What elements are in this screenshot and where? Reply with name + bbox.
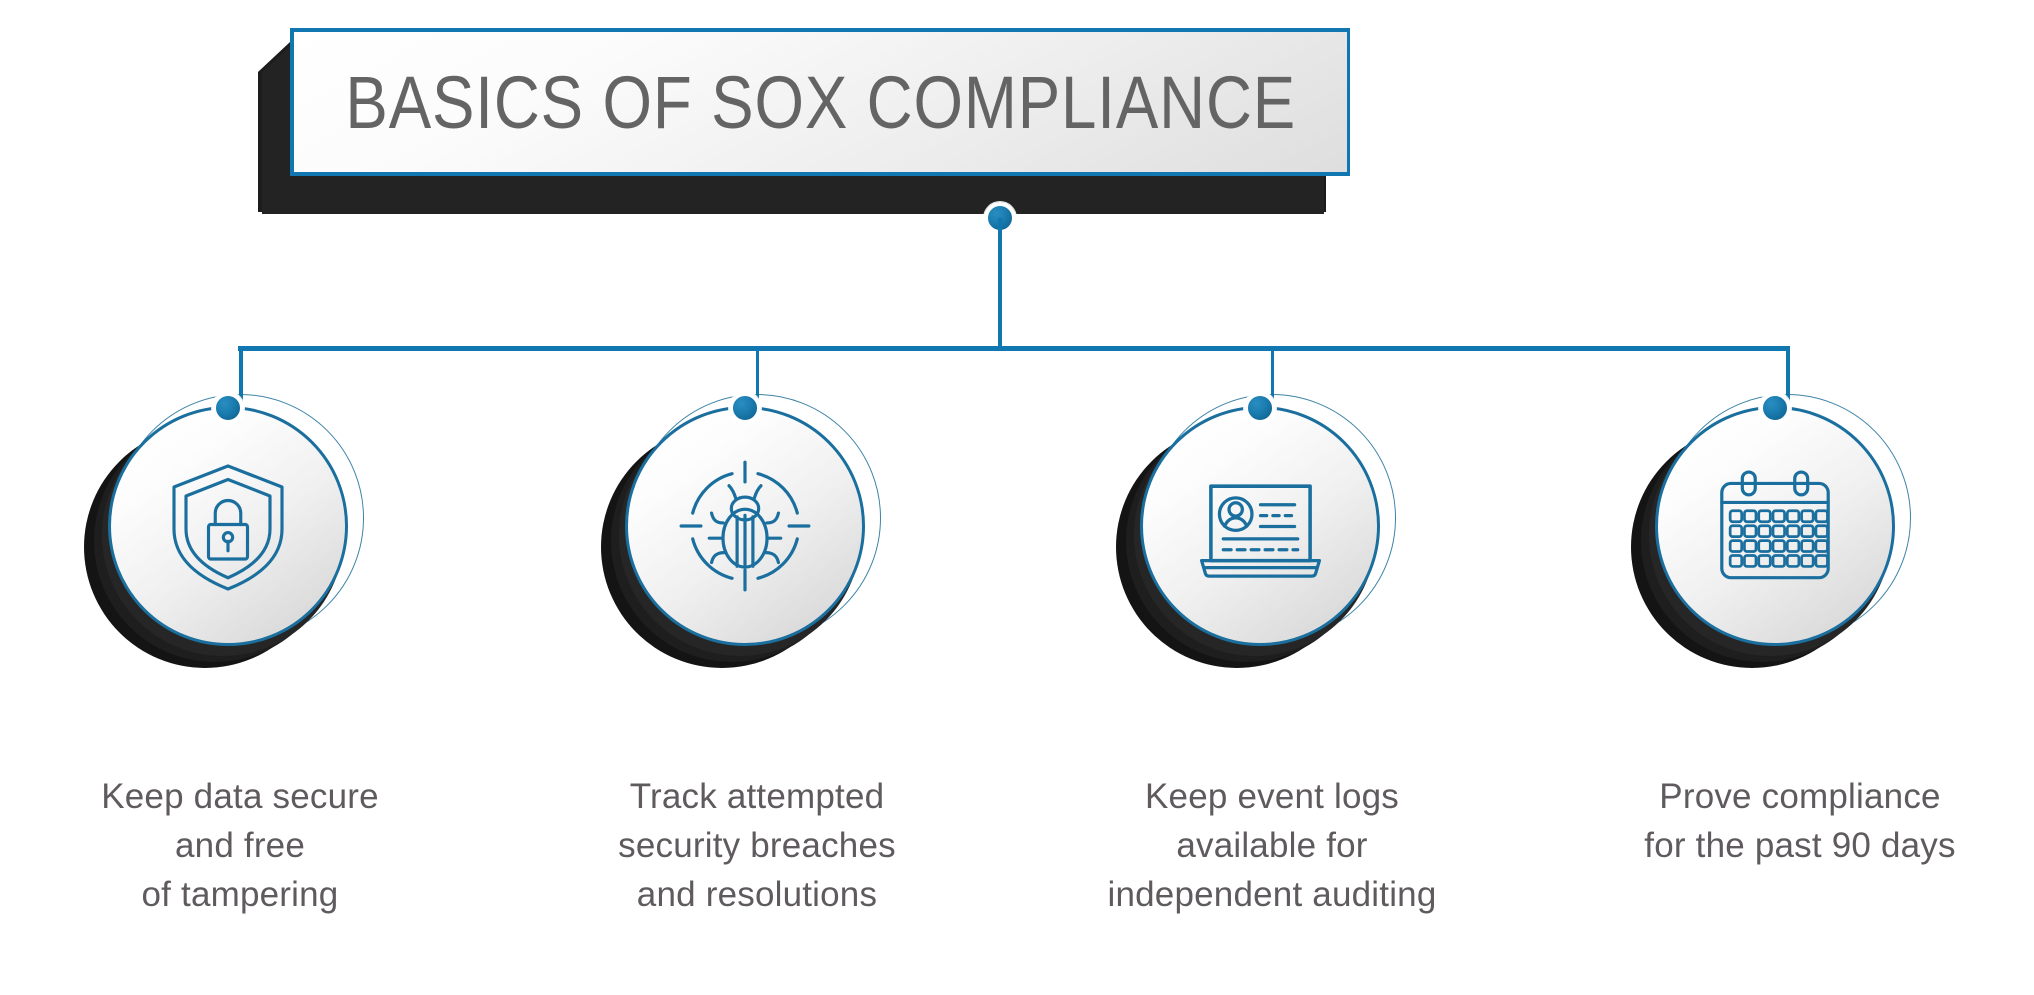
node-connector-dot-3 <box>1244 392 1276 424</box>
node-card-4[interactable] <box>1631 392 1937 700</box>
caption-line: Keep data secure <box>101 777 379 816</box>
node-connector-dot-2 <box>729 392 761 424</box>
node-caption-4: Prove compliance for the past 90 days <box>1580 772 2020 870</box>
node-caption-3: Keep event logs available for independen… <box>1062 772 1482 919</box>
node-caption-2: Track attempted security breaches and re… <box>547 772 967 919</box>
caption-line: of tampering <box>141 875 339 914</box>
node-caption-1: Keep data secure and free of tampering <box>30 772 450 919</box>
node-card-2[interactable] <box>601 392 907 700</box>
laptop-profile-icon <box>1199 483 1321 578</box>
caption-line: and free <box>174 826 306 865</box>
node-connector-dot-1 <box>212 392 244 424</box>
title-banner: BASICS OF SOX COMPLIANCE <box>258 28 1358 228</box>
node-card-1[interactable] <box>84 392 390 700</box>
node-card-3[interactable] <box>1116 392 1422 700</box>
caption-line: Keep event logs <box>1144 777 1399 816</box>
connector-drop-3 <box>1271 350 1274 428</box>
node-disc-1 <box>108 406 348 646</box>
caption-line: Prove compliance <box>1659 777 1941 816</box>
shield-lock-icon <box>172 464 284 591</box>
page-title: BASICS OF SOX COMPLIANCE <box>345 60 1296 144</box>
caption-line: Track attempted <box>629 777 885 816</box>
connector-drop-4 <box>1786 350 1790 428</box>
connector-drop-2 <box>756 350 759 428</box>
bug-target-icon <box>679 460 811 592</box>
calendar-icon <box>1720 470 1830 580</box>
caption-line: independent auditing <box>1107 875 1437 914</box>
caption-line: and resolutions <box>636 875 878 914</box>
node-disc-2 <box>625 406 865 646</box>
connector-drop-1 <box>239 350 243 428</box>
connector-horizontal-bar <box>238 346 1790 351</box>
node-disc-4 <box>1655 406 1895 646</box>
caption-line: for the past 90 days <box>1644 826 1956 865</box>
banner-face: BASICS OF SOX COMPLIANCE <box>290 28 1350 176</box>
node-disc-3 <box>1140 406 1380 646</box>
caption-line: available for <box>1176 826 1368 865</box>
node-connector-dot-4 <box>1759 392 1791 424</box>
caption-line: security breaches <box>618 826 896 865</box>
connector-vertical-root <box>998 218 1002 350</box>
